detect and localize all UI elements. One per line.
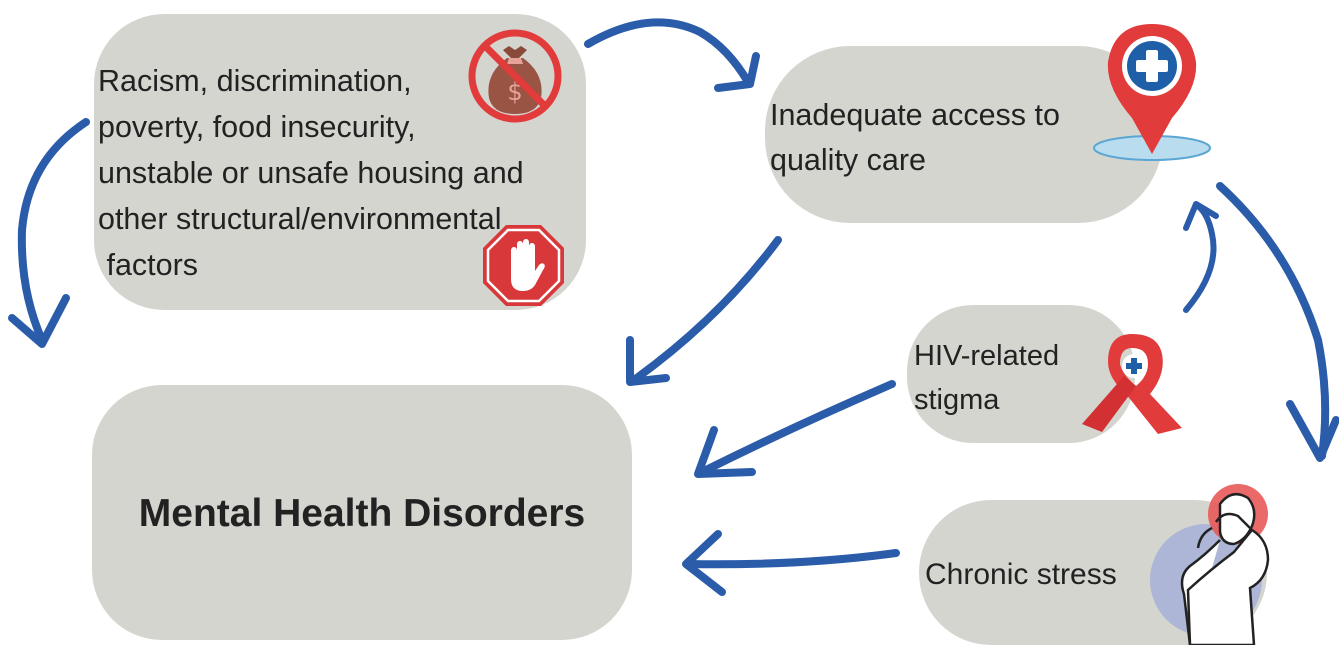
arrow-structural-to-outcome <box>17 118 90 344</box>
access-line-1: Inadequate access to <box>770 98 1060 132</box>
stop-hand-icon <box>483 225 564 306</box>
structural-line-5: factors <box>98 248 199 282</box>
arrow-stress-to-outcome <box>684 549 900 569</box>
stigma-line-2: stigma <box>914 384 1000 416</box>
arrow-access-to-stress <box>1216 182 1330 460</box>
structural-line-4: other structural/environmental <box>98 202 502 236</box>
arrowhead-stress-to-outcome <box>682 530 726 596</box>
node-mental-health-disorders <box>92 385 632 640</box>
structural-factors-text: Racism, discrimination, poverty, food ins… <box>98 58 524 288</box>
node-inadequate-access <box>765 46 1163 223</box>
arrowhead-access-to-stress <box>1286 400 1339 462</box>
stress-text: Chronic stress <box>925 557 1117 593</box>
arrow-structural-to-access <box>584 18 752 86</box>
stigma-line-1: HIV-related <box>914 340 1060 372</box>
arrowhead-stigma-to-access <box>1183 201 1219 231</box>
access-text: Inadequate access to quality care <box>770 93 1060 183</box>
medical-location-pin-icon <box>1093 24 1211 161</box>
arrowhead-structural-to-outcome <box>8 294 70 348</box>
structural-line-2: poverty, food insecurity, <box>98 110 416 144</box>
structural-line-3: unstable or unsafe housing and <box>98 156 524 190</box>
arrow-stigma-to-access <box>1183 203 1217 313</box>
stress-line-1: Chronic stress <box>925 558 1117 591</box>
no-money-icon: $ <box>468 29 562 123</box>
arrowhead-stigma-to-outcome <box>694 426 756 478</box>
stigma-text: HIV-related stigma <box>914 334 1059 422</box>
arrowhead-structural-to-access <box>714 52 760 92</box>
access-line-2: quality care <box>770 143 926 177</box>
mental-health-label: Mental Health Disorders <box>138 492 586 535</box>
arrowhead-access-to-outcome <box>626 336 670 386</box>
svg-text:$: $ <box>507 78 522 106</box>
arrow-stigma-to-outcome <box>698 380 896 476</box>
stressed-person-icon <box>1150 484 1270 645</box>
structural-line-1: Racism, discrimination, <box>98 64 412 98</box>
arrow-access-to-outcome <box>630 236 782 384</box>
awareness-ribbon-icon <box>1082 334 1182 434</box>
